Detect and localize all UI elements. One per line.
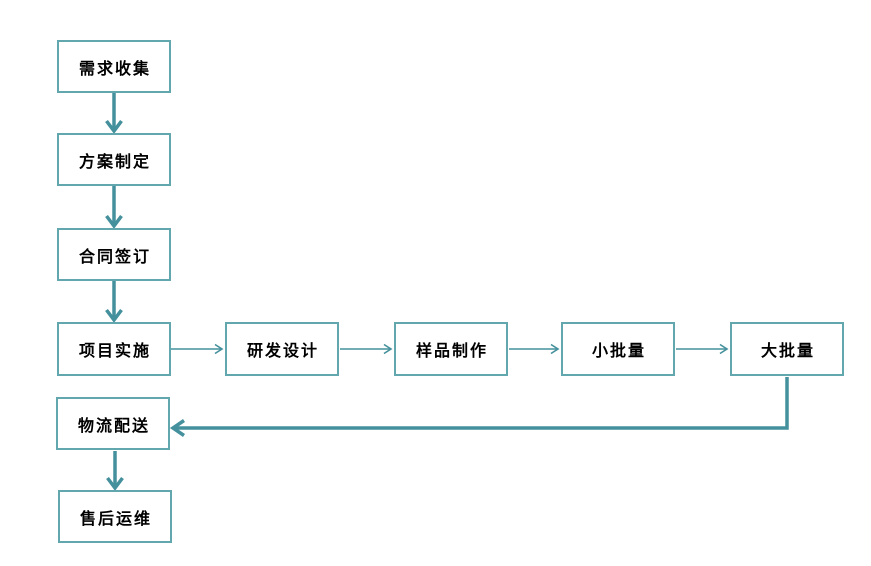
arrow-contract-to-implement: [105, 281, 123, 323]
node-logistics-label: 物流配送: [77, 417, 150, 435]
node-small-batch-label: 小批量: [591, 343, 646, 360]
node-large-batch-label: 大批量: [760, 343, 815, 360]
node-small-batch: 小批量: [561, 322, 675, 376]
arrow-logistics-to-aftersales: [106, 451, 124, 491]
node-rd-design-label: 研发设计: [246, 343, 319, 360]
node-after-sales: 售后运维: [58, 490, 172, 543]
node-implement: 项目实施: [57, 322, 171, 376]
arrow-smallbatch-to-largebatch: [676, 343, 729, 355]
node-sample-label: 样品制作: [415, 343, 488, 360]
node-plan: 方案制定: [57, 133, 171, 186]
arrow-largebatch-to-logistics: [169, 377, 789, 437]
node-contract: 合同签订: [57, 228, 171, 281]
node-logistics: 物流配送: [56, 397, 170, 450]
node-implement-label: 项目实施: [78, 343, 151, 360]
arrow-plan-to-contract: [105, 186, 123, 229]
node-plan-label: 方案制定: [78, 153, 151, 171]
node-requirements-label: 需求收集: [78, 60, 151, 78]
arrow-requirements-to-plan: [105, 93, 123, 134]
arrow-rd-to-sample: [340, 343, 393, 355]
node-rd-design: 研发设计: [225, 322, 339, 376]
node-large-batch: 大批量: [730, 322, 844, 376]
node-contract-label: 合同签订: [78, 248, 151, 266]
node-sample: 样品制作: [394, 322, 508, 376]
arrow-sample-to-smallbatch: [509, 343, 560, 355]
arrow-implement-to-rd: [171, 343, 224, 355]
node-requirements: 需求收集: [57, 40, 171, 93]
node-after-sales-label: 售后运维: [79, 510, 152, 528]
